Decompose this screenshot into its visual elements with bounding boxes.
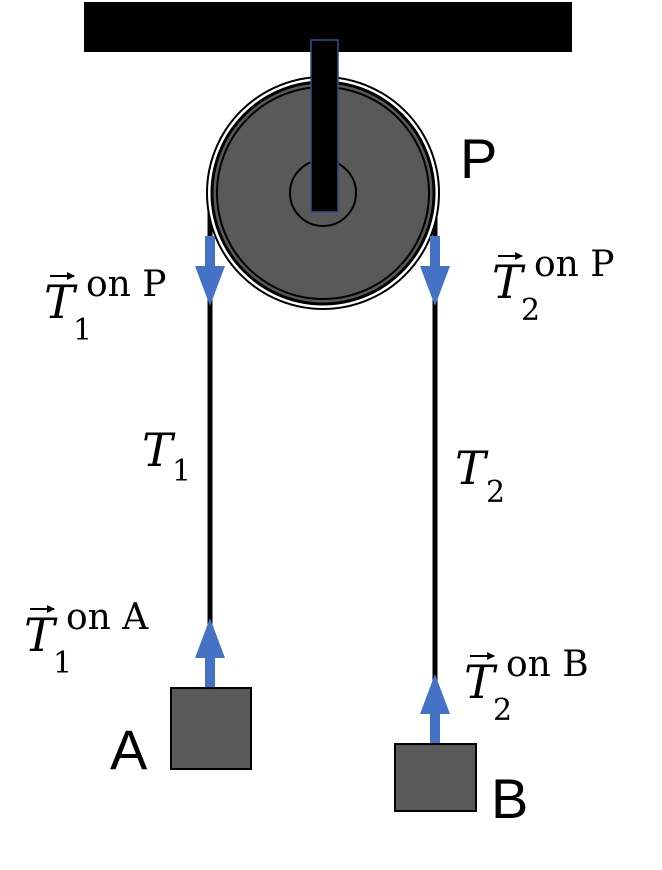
force-t2-on-p-superscript: on P: [534, 244, 615, 285]
string-label-t2: T 2: [455, 441, 505, 510]
force-t1-on-p-superscript: on P: [86, 264, 167, 305]
hanger-rod: [310, 39, 339, 213]
force-t1-on-a-subscript: 1: [53, 646, 72, 681]
block-b: [394, 743, 477, 812]
force-label-t2-on-p: T 2 on P: [492, 244, 615, 328]
string-label-t2-symbol: T: [455, 441, 489, 495]
force-t1-on-p-symbol: T: [44, 275, 78, 329]
force-t1-on-a-symbol: T: [24, 608, 58, 662]
string-label-t2-subscript: 2: [486, 475, 505, 510]
string-label-t1-symbol: T: [142, 423, 176, 477]
pulley-label: P: [460, 127, 497, 190]
force-label-t1-on-a: T 1 on A: [24, 597, 149, 681]
force-t2-on-p-symbol: T: [492, 255, 526, 309]
force-t1-on-p-subscript: 1: [73, 313, 92, 348]
block-a-label: A: [110, 718, 148, 781]
force-t2-on-b-subscript: 2: [493, 693, 512, 728]
block-b-label: B: [491, 767, 528, 830]
arrow-t2-on-p: [420, 236, 450, 306]
force-t2-on-b-symbol: T: [464, 655, 498, 709]
string-label-t1-subscript: 1: [172, 454, 191, 489]
force-t2-on-p-subscript: 2: [521, 293, 540, 328]
arrow-t1-on-p: [195, 236, 225, 306]
block-a: [170, 687, 252, 770]
arrow-t1-on-a: [195, 618, 225, 688]
force-t1-on-a-superscript: on A: [66, 597, 149, 638]
force-label-t1-on-p: T 1 on P: [44, 264, 167, 348]
arrow-t2-on-b: [420, 674, 450, 744]
force-label-t2-on-b: T 2 on B: [464, 644, 589, 728]
force-t2-on-b-superscript: on B: [506, 644, 589, 685]
string-label-t1: T 1: [142, 423, 191, 489]
